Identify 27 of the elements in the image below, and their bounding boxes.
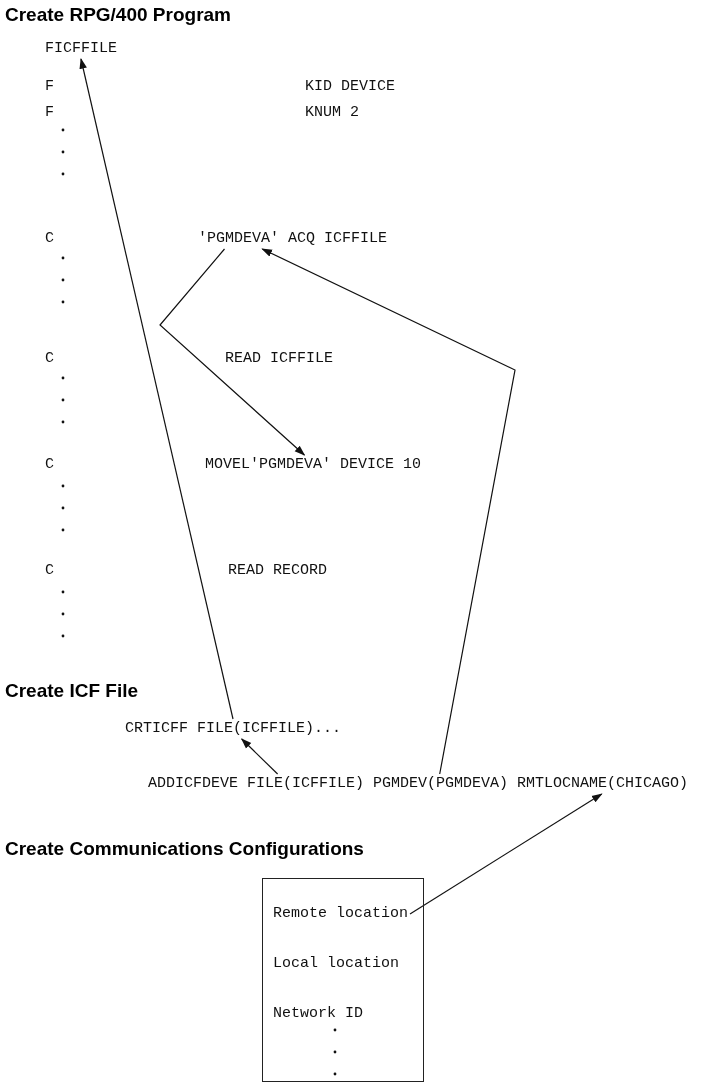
arrow — [79, 57, 234, 720]
code-text: C — [45, 350, 54, 368]
section-heading: Create ICF File — [5, 680, 139, 702]
command-line: CRTICFF FILE(ICFFILE)... — [125, 720, 342, 738]
code-text: F — [45, 78, 54, 96]
arrow — [409, 793, 603, 915]
arrow — [240, 738, 279, 775]
field-name: Network ID — [273, 1005, 363, 1023]
arrow — [261, 248, 516, 775]
code-text: READ ICFFILE — [225, 350, 334, 368]
code-text: C — [45, 562, 54, 580]
configuration-box — [262, 878, 424, 1082]
code-line: MOVEL'PGMDEVA' DEVICE 10 — [205, 456, 422, 474]
code-text: F — [45, 104, 54, 122]
code-text: C — [45, 456, 54, 474]
field-name: Local location — [273, 955, 400, 973]
code-text: KID DEVICE — [305, 78, 395, 96]
arrow — [159, 248, 306, 456]
field-name: Remote location — [273, 905, 409, 923]
code-text: KNUM 2 — [305, 104, 359, 122]
code-text: READ RECORD — [228, 562, 328, 580]
code-text: C — [45, 230, 54, 248]
section-heading: Create RPG/400 Program — [5, 4, 231, 26]
command-line: ADDICFDEVE FILE(ICFFILE) PGMDEV(PGMDEVA) RMTLOCNAME(CHICAGO) — [148, 775, 689, 793]
section-heading: Create Communications Configurations — [5, 838, 364, 860]
code-line: FICFFILE — [45, 40, 117, 58]
code-line: 'PGMDEVA' ACQ ICFFILE — [198, 230, 388, 248]
